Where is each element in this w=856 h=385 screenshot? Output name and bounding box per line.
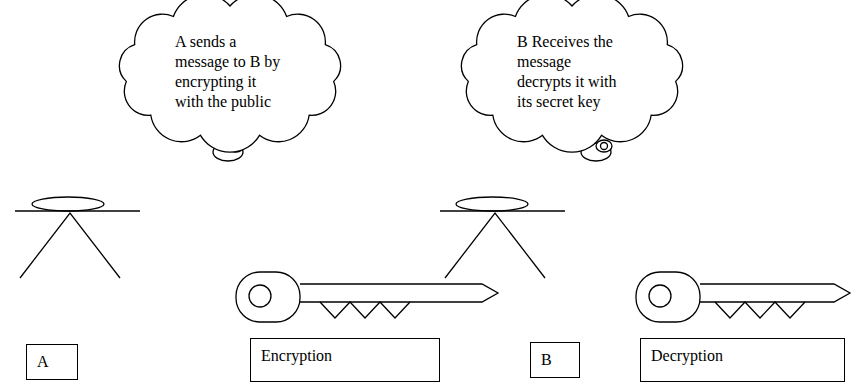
thought-cloud: A sends a message to B by encrypting it … [175, 32, 285, 112]
key-head [236, 272, 300, 322]
key-hole [649, 285, 671, 307]
figure-head [32, 197, 104, 211]
label-box: Encryption [250, 338, 440, 382]
cloud-outline [461, 0, 682, 152]
figure-legs [20, 213, 120, 278]
key-shaft [700, 284, 850, 302]
thought-text: A sends a message to B by encrypting it … [175, 32, 285, 112]
box-label: A [37, 352, 67, 372]
key-teeth [715, 302, 805, 318]
key-hole [249, 285, 271, 307]
cloud-outline [119, 0, 340, 152]
thought-bubble [596, 140, 612, 152]
box-label: Encryption [261, 346, 429, 366]
key-shaft [300, 284, 498, 302]
cloud-outline [517, 32, 518, 33]
thought-bubble [601, 143, 608, 150]
key-head [636, 272, 700, 322]
figure-head [456, 197, 528, 211]
key-teeth [320, 302, 410, 318]
label-box: B [530, 342, 580, 378]
box-label: Decryption [651, 346, 834, 366]
figure-legs [445, 213, 545, 278]
box-label: B [541, 350, 569, 370]
thought-cloud: B Receives the message decrypts it with … [517, 32, 627, 112]
thought-text: B Receives the message decrypts it with … [517, 32, 627, 112]
cloud-outline [175, 32, 176, 33]
label-box: A [26, 344, 78, 380]
label-box: Decryption [640, 338, 845, 382]
